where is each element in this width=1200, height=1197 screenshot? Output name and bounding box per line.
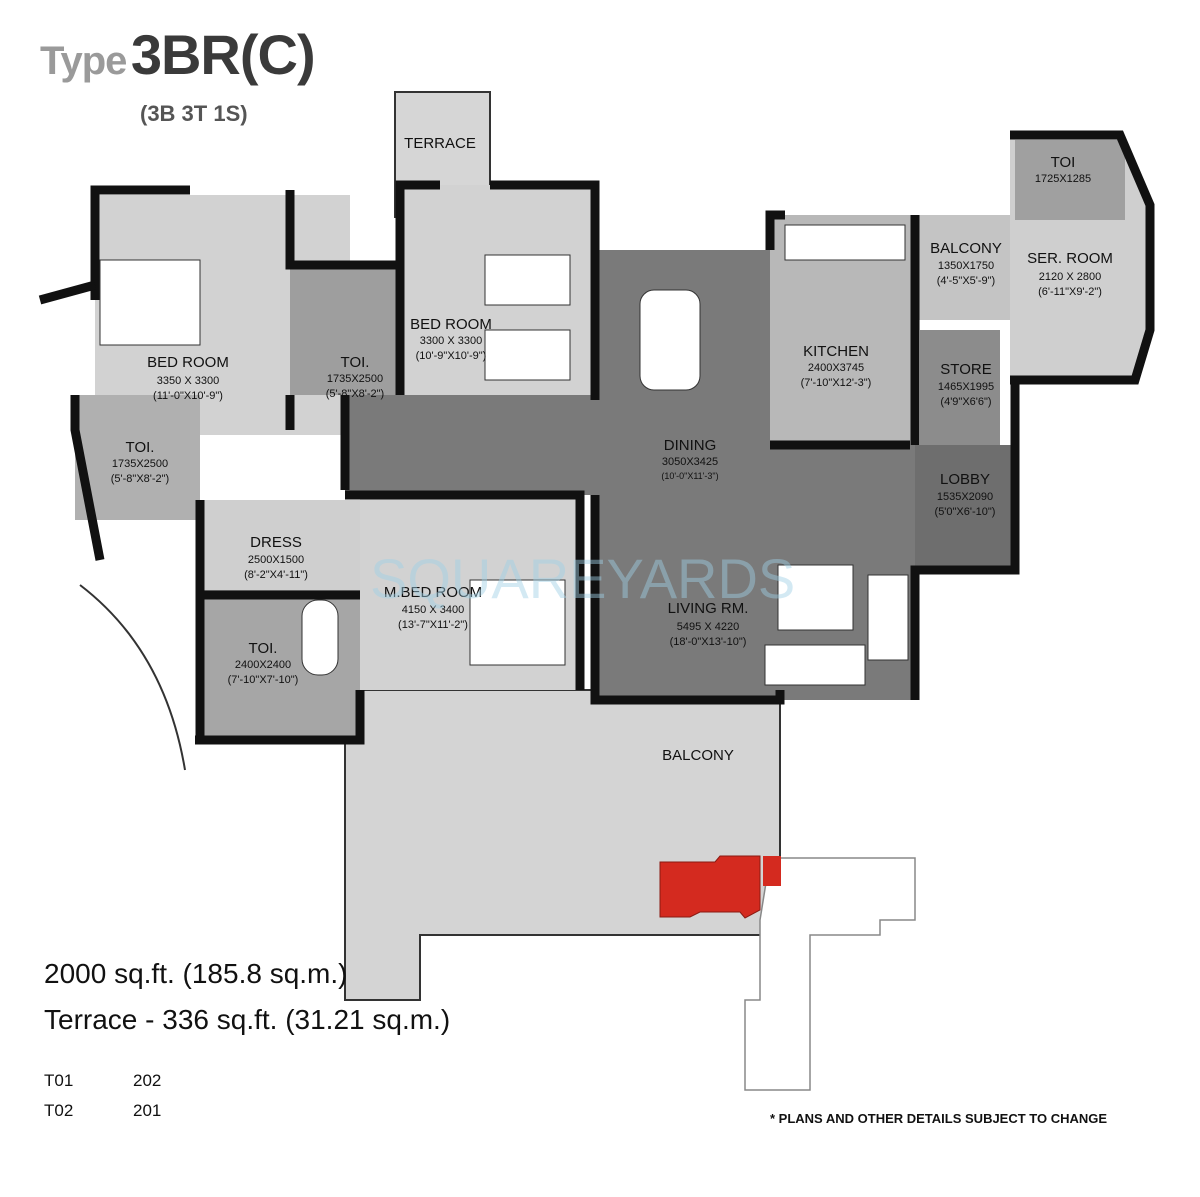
room-label-dress: DRESS — [250, 534, 302, 551]
walls — [38, 130, 1155, 745]
key-plan — [659, 855, 916, 1091]
bed-2a — [484, 254, 571, 306]
room-dim-toi-3: 2400X2400 — [235, 659, 291, 671]
tower-label: T01 — [44, 1071, 74, 1090]
title-prefix: Type — [40, 39, 127, 83]
watermark: SQUAREYARDS — [370, 547, 795, 610]
room-label-bed-room-1: BED ROOM — [147, 354, 229, 371]
room-dim-ft-lobby: (5'0"X6'-10") — [935, 506, 996, 518]
sofa — [764, 644, 866, 686]
room-label-store: STORE — [940, 361, 991, 378]
toi-servant-area — [1015, 140, 1125, 220]
area-terrace: Terrace - 336 sq.ft. (31.21 sq.m.) — [44, 1004, 451, 1035]
room-label-balcony-main: BALCONY — [662, 747, 734, 764]
unit-row: T01 202 — [44, 1066, 161, 1096]
unit-list: T01 202 T02 201 — [44, 1066, 161, 1126]
key-plan-highlight — [659, 855, 761, 919]
room-dim-dining: 3050X3425 — [662, 456, 718, 468]
bed-1 — [99, 259, 201, 346]
room-dim-ft-toi-2: (5'-8"X8'-2") — [111, 473, 169, 485]
room-dim-ft-m-bed-room: (13'-7"X11'-2") — [398, 619, 468, 631]
bathtub — [301, 599, 339, 676]
kitchen-counter — [784, 224, 906, 261]
room-dim-ft-ser-room: (6'-11"X9'-2") — [1038, 286, 1102, 298]
room-label-kitchen: KITCHEN — [803, 343, 869, 360]
dress-area — [200, 500, 360, 595]
room-dim-ft-toi-3: (7'-10"X7'-10") — [228, 674, 299, 686]
title-type: 3BR(C) — [130, 23, 316, 86]
armchair — [867, 574, 909, 661]
room-label-toi-3: TOI. — [249, 640, 278, 657]
master-bed — [469, 579, 566, 666]
unit-row: T02 201 — [44, 1096, 161, 1126]
room-label-terrace: TERRACE — [404, 135, 476, 152]
lobby-area — [915, 445, 1015, 570]
room-dim-dress: 2500X1500 — [248, 554, 304, 566]
room-dim-toi-2: 1735X2500 — [112, 458, 168, 470]
room-label-ser-room: SER. ROOM — [1027, 250, 1113, 267]
room-label-m-bed-room: M.BED ROOM — [384, 584, 482, 601]
room-dim-ft-bed-room-1: (11'-0"X10'-9") — [153, 390, 223, 402]
room-label-lobby: LOBBY — [940, 471, 990, 488]
toi-1-area — [290, 265, 400, 395]
room-dim-ser-room: 2120 X 2800 — [1039, 271, 1101, 283]
room-dim-living: 5495 X 4220 — [677, 621, 739, 633]
room-label-dining: DINING — [664, 437, 717, 454]
room-dim-lobby: 1535X2090 — [937, 491, 993, 503]
area-total: 2000 sq.ft. (185.8 sq.m.) — [44, 958, 348, 989]
room-dim-ft-living: (18'-0"X13'-10") — [670, 636, 747, 648]
room-dim-bed-room-1: 3350 X 3300 — [157, 375, 219, 387]
room-dim-balcony-kitchen: 1350X1750 — [938, 260, 994, 272]
room-label-bed-room-2: BED ROOM — [410, 316, 492, 333]
room-dim-ft-dining: (10'-0"X11'-3") — [661, 471, 718, 481]
room-label-balcony-kitchen: BALCONY — [930, 240, 1002, 257]
room-label-toi-servant: TOI — [1051, 154, 1076, 171]
disclaimer: * PLANS AND OTHER DETAILS SUBJECT TO CHA… — [770, 1111, 1108, 1126]
toi-2-area — [75, 395, 200, 520]
bed-2b — [484, 329, 571, 381]
room-label-living: LIVING RM. — [668, 600, 749, 617]
room-dim-kitchen: 2400X3745 — [808, 362, 864, 374]
unit-number: 202 — [133, 1071, 162, 1090]
curved-railing — [79, 584, 186, 771]
room-dim-toi-servant: 1725X1285 — [1035, 173, 1091, 185]
dining-table — [639, 289, 701, 391]
room-dim-toi-1: 1735X2500 — [327, 373, 383, 385]
room-dim-store: 1465X1995 — [938, 381, 994, 393]
room-dim-bed-room-2: 3300 X 3300 — [420, 335, 482, 347]
coffee-table — [777, 564, 854, 631]
plan-config: (3B 3T 1S) — [140, 101, 248, 126]
store-area — [920, 330, 1000, 445]
balcony-kitchen-area — [915, 215, 1010, 320]
room-dim-ft-kitchen: (7'-10"X12'-3") — [801, 377, 872, 389]
unit-number: 201 — [133, 1101, 162, 1120]
room-dim-m-bed-room: 4150 X 3400 — [402, 604, 464, 616]
room-dim-ft-store: (4'9"X6'6") — [940, 396, 991, 408]
room-dim-ft-dress: (8'-2"X4'-11") — [244, 569, 308, 581]
room-label-toi-2: TOI. — [126, 439, 155, 456]
tower-label: T02 — [44, 1101, 74, 1120]
plan-title: Type 3BR(C) — [40, 22, 316, 87]
room-dim-ft-bed-room-2: (10'-9"X10'-9") — [416, 350, 487, 362]
room-label-toi-1: TOI. — [341, 354, 370, 371]
room-dim-ft-balcony-kitchen: (4'-5"X5'-9") — [937, 275, 995, 287]
dining-living-area — [345, 250, 915, 700]
room-dim-ft-toi-1: (5'-8"X8'-2") — [326, 388, 384, 400]
